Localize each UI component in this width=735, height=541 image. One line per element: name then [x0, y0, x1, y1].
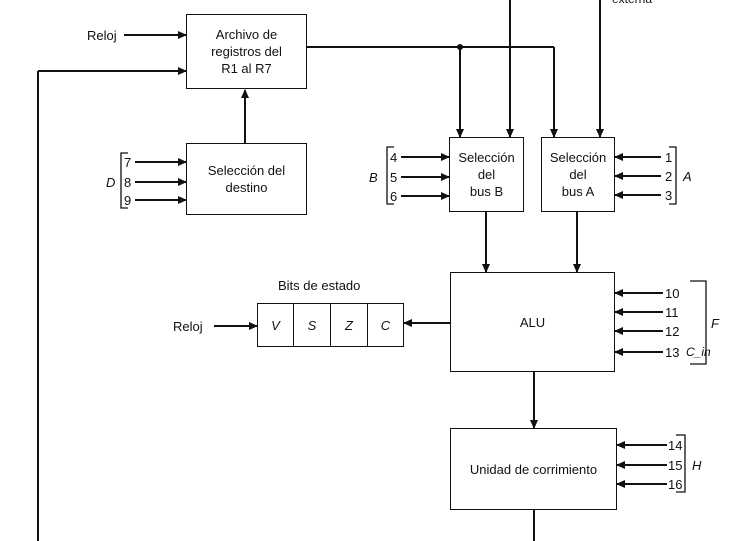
bus-a-select-line-3: bus A: [561, 184, 595, 199]
bus-a-select-block: Selección del bus A: [541, 137, 615, 212]
bus-a-select-line-1: Selección: [549, 150, 607, 165]
alu-block: ALU: [450, 272, 615, 372]
b-line-6-num: 6: [390, 189, 398, 204]
dest-select-line-1: Selección del: [207, 163, 286, 178]
d-line-9-num: 9: [124, 193, 132, 208]
h-line-15-num: 15: [668, 458, 683, 473]
status-bits-title: Bits de estado: [278, 278, 361, 293]
register-file-line-3: R1 al R7: [221, 61, 272, 76]
bus-b-select-line-1: Selección: [458, 150, 515, 165]
junction-dot: [457, 44, 463, 50]
d-line-8-num: 8: [124, 175, 132, 190]
f-line-10-num: 10: [665, 286, 680, 301]
status-bit-c: C: [367, 303, 404, 347]
destination-select-block: Selección del destino: [186, 143, 307, 215]
bracket-f: [690, 280, 707, 365]
group-f-label: F: [711, 316, 719, 331]
bracket-b: [386, 146, 394, 205]
status-bit-v: V: [257, 303, 294, 347]
a-line-1-num: 1: [665, 150, 673, 165]
status-bit-s: S: [293, 303, 331, 347]
dest-select-line-2: destino: [225, 180, 268, 195]
h-line-14-num: 14: [668, 438, 683, 453]
top-right-partial-label: externa: [612, 0, 652, 7]
bus-b-select-line-2: del: [477, 167, 496, 182]
bus-b-select-block: Selección del bus B: [449, 137, 524, 212]
f-line-12-num: 12: [665, 324, 680, 339]
b-line-4-num: 4: [390, 150, 398, 165]
bracket-d: [120, 152, 128, 209]
bracket-a: [669, 146, 677, 205]
d-line-7-num: 7: [124, 155, 132, 170]
f-line-11-num: 11: [665, 305, 679, 320]
bus-a-select-line-2: del: [569, 167, 587, 182]
bus-b-select-line-3: bus B: [469, 184, 504, 199]
carry-in-label: C_in: [686, 345, 711, 359]
bracket-h: [676, 434, 686, 493]
register-file-line-2: registros del: [211, 44, 282, 59]
alu-label: ALU: [519, 314, 546, 330]
register-file-line-1: Archivo de: [215, 27, 278, 42]
shifter-block: Unidad de corrimiento: [450, 428, 617, 510]
group-h-label: H: [692, 458, 702, 473]
b-line-5-num: 5: [390, 170, 398, 185]
group-b-label: B: [369, 170, 378, 185]
clock-label-status: Reloj: [173, 319, 203, 334]
group-d-label: D: [106, 175, 116, 190]
status-bit-z: Z: [330, 303, 368, 347]
f-line-13-num: 13: [665, 345, 680, 360]
group-a-label: A: [683, 169, 692, 184]
register-file-block: Archivo de registros del R1 al R7: [186, 14, 307, 89]
shifter-label: Unidad de corrimiento: [469, 461, 598, 477]
a-line-3-num: 3: [665, 188, 673, 203]
a-line-2-num: 2: [665, 169, 673, 184]
clock-label-regfile: Reloj: [87, 28, 117, 43]
h-line-16-num: 16: [668, 477, 683, 492]
